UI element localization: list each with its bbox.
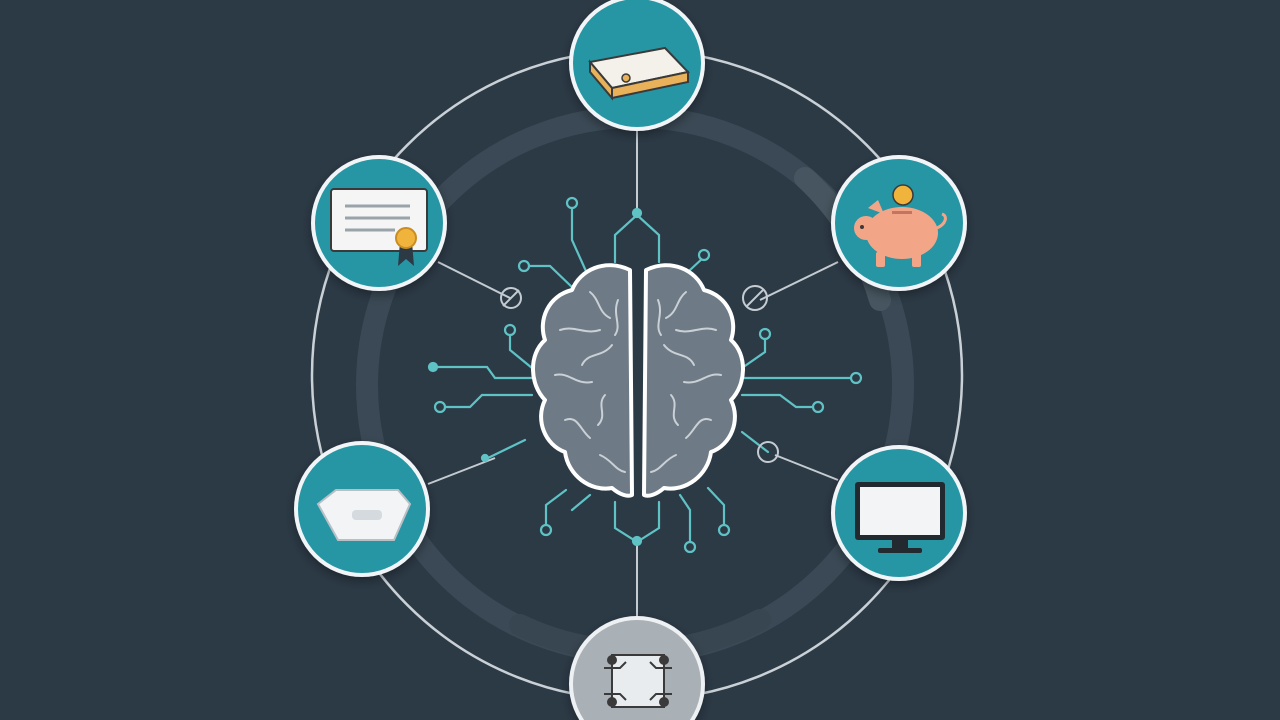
circuit-terminals xyxy=(427,196,863,554)
node-upper-left[interactable] xyxy=(311,155,447,291)
inner-track xyxy=(356,106,914,664)
certificate-icon xyxy=(330,188,428,266)
circuit-chip-icon xyxy=(604,654,672,708)
book-icon xyxy=(588,46,690,101)
node-lower-right[interactable] xyxy=(831,445,967,581)
brain-icon xyxy=(531,263,745,498)
node-lower-left[interactable] xyxy=(294,441,430,577)
node-bottom[interactable] xyxy=(569,616,705,720)
connectors xyxy=(427,128,839,618)
piggy-bank-icon xyxy=(854,184,947,267)
monitor-icon xyxy=(855,482,945,553)
node-upper-right[interactable] xyxy=(831,155,967,291)
junction-markers xyxy=(500,285,779,463)
node-top[interactable] xyxy=(569,0,705,131)
folder-icon xyxy=(316,489,412,541)
